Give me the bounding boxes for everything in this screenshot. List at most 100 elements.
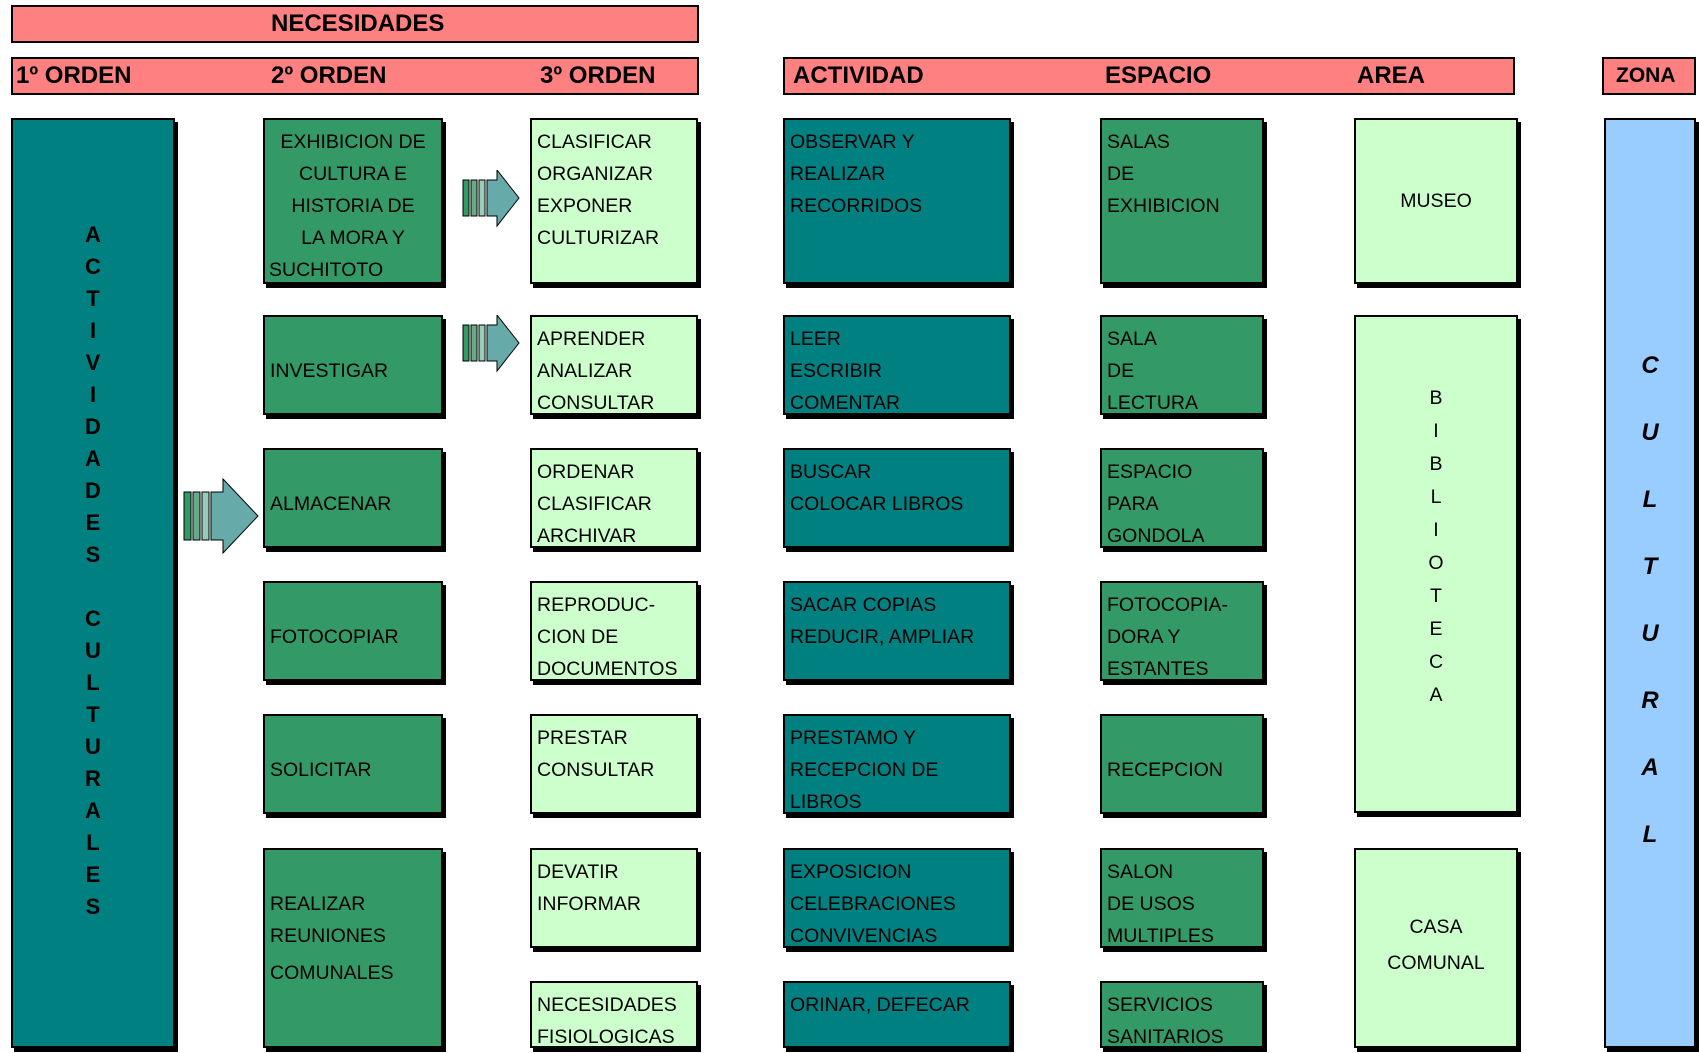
orden3-label: 3º ORDEN [540, 62, 656, 89]
orden1-label: 1º ORDEN [16, 62, 132, 89]
vertical-letter: A [85, 798, 101, 823]
vertical-letter: U [85, 734, 101, 759]
actividad-box: PRESTAMO Y RECEPCION DE LIBROS [783, 714, 1011, 814]
actividad-label: ACTIVIDAD [793, 62, 924, 89]
vertical-letter: O [1428, 552, 1444, 574]
area-museo-box: MUSEO [1354, 118, 1518, 284]
actividad-text: OBSERVAR Y REALIZAR RECORRIDOS [790, 131, 923, 217]
orden2-label: 2º ORDEN [271, 62, 387, 89]
orden2-box: REALIZAR REUNIONES COMUNALES [263, 848, 443, 1048]
actividad-text: LEER ESCRIBIR COMENTAR [790, 328, 901, 414]
arrow-icon [462, 170, 520, 228]
orden2-text: SOLICITAR [270, 759, 372, 781]
orden3-text: APRENDER ANALIZAR CONSULTAR [537, 328, 655, 414]
vertical-letter: T [86, 702, 100, 727]
orden2-box: FOTOCOPIAR [263, 581, 443, 681]
actividad-box: ORINAR, DEFECAR [783, 981, 1011, 1048]
vertical-letter: C [85, 254, 101, 279]
area-casa-comunal-box: CASA COMUNAL [1354, 848, 1518, 1048]
espacio-box: SALON DE USOS MULTIPLES [1100, 848, 1264, 948]
vertical-letter: I [89, 382, 97, 407]
vertical-letter: E [85, 862, 101, 887]
espacio-box: ESPACIO PARA GONDOLA [1100, 448, 1264, 548]
vertical-letter: T [1642, 553, 1658, 580]
arrow-icon [462, 315, 520, 373]
vertical-letter: I [1433, 420, 1439, 442]
vertical-letter: E [1429, 618, 1443, 640]
vertical-letter: A [85, 446, 101, 471]
vertical-letter: A [85, 222, 101, 247]
orden3-text: ORDENAR CLASIFICAR ARCHIVAR [537, 461, 652, 547]
orden3-box: PRESTAR CONSULTAR [530, 714, 698, 814]
vertical-letter: L [86, 830, 100, 855]
vertical-letter: U [1641, 620, 1659, 647]
vertical-letter: C [85, 606, 101, 631]
zona-label: ZONA [1616, 64, 1676, 87]
actividad-text: BUSCAR COLOCAR LIBROS [790, 461, 964, 515]
vertical-letter: S [85, 542, 101, 567]
vertical-letter: B [1429, 453, 1443, 475]
actividad-box: EXPOSICION CELEBRACIONES CONVIVENCIAS [783, 848, 1011, 948]
actividad-box: BUSCAR COLOCAR LIBROS [783, 448, 1011, 548]
vertical-letter: T [86, 286, 100, 311]
actividad-box: SACAR COPIAS REDUCIR, AMPLIAR [783, 581, 1011, 681]
espacio-text: SALON DE USOS MULTIPLES [1107, 861, 1214, 947]
orden2-text: INVESTIGAR [270, 360, 389, 382]
vertical-letter: R [85, 766, 101, 791]
vertical-letter: L [1430, 486, 1442, 508]
actividad-text: PRESTAMO Y RECEPCION DE LIBROS [790, 727, 939, 813]
vertical-letter: L [1642, 821, 1658, 848]
espacio-text: FOTOCOPIA- DORA Y ESTANTES [1107, 594, 1228, 680]
actividad-box: LEER ESCRIBIR COMENTAR [783, 315, 1011, 415]
necesidades-label: NECESIDADES [271, 10, 445, 37]
vertical-letter: S [85, 894, 101, 919]
vertical-letter: A [1429, 684, 1443, 706]
orden3-text: DEVATIR INFORMAR [537, 861, 641, 915]
vertical-letter: T [1430, 585, 1442, 607]
espacio-text: SALAS DE EXHIBICION [1107, 131, 1220, 217]
espacio-label: ESPACIO [1105, 62, 1212, 89]
orden3-box: APRENDER ANALIZAR CONSULTAR [530, 315, 698, 415]
espacio-text: SERVICIOS SANITARIOS [1107, 994, 1224, 1048]
actividad-header: ACTIVIDAD ESPACIO AREA [783, 57, 1515, 95]
espacio-box: SALAS DE EXHIBICION [1100, 118, 1264, 284]
espacio-text: SALA DE LECTURA [1107, 328, 1199, 414]
orden2-box: EXHIBICION DE CULTURA E HISTORIA DE LA M… [263, 118, 443, 284]
orden2-box: SOLICITAR [263, 714, 443, 814]
orden2-box: ALMACENAR [263, 448, 443, 548]
orden3-box: DEVATIR INFORMAR [530, 848, 698, 948]
vertical-letter: I [1433, 519, 1439, 541]
actividad-box: OBSERVAR Y REALIZAR RECORRIDOS [783, 118, 1011, 284]
orden2-text: FOTOCOPIAR [270, 626, 399, 648]
vertical-letter: R [1641, 687, 1659, 714]
vertical-letter: V [85, 350, 101, 375]
espacio-text: RECEPCION [1107, 759, 1223, 781]
vertical-letter: E [85, 510, 101, 535]
vertical-letter: C [1428, 651, 1444, 673]
arrow-icon [183, 478, 259, 554]
vertical-letter: C [1641, 352, 1659, 379]
vertical-letter: D [85, 478, 101, 503]
actividad-text: ORINAR, DEFECAR [790, 994, 970, 1016]
vertical-letter: U [1641, 419, 1659, 446]
orden2-text: EXHIBICION DE CULTURA E HISTORIA DE LA M… [269, 131, 426, 281]
orden3-box: REPRODUC- CION DE DOCUMENTOS [530, 581, 698, 681]
casa-comunal-line1: CASA [1409, 916, 1463, 938]
zone-box: C U L T U R A L [1604, 118, 1696, 1048]
espacio-text: ESPACIO PARA GONDOLA [1107, 461, 1205, 547]
espacio-box: RECEPCION [1100, 714, 1264, 814]
orden3-box: NECESIDADES FISIOLOGICAS [530, 981, 698, 1048]
zona-header: ZONA [1602, 57, 1696, 95]
orden3-box: CLASIFICAR ORGANIZAR EXPONER CULTURIZAR [530, 118, 698, 284]
vertical-letter: L [1642, 486, 1658, 513]
vertical-letter: B [1429, 387, 1443, 409]
orden3-text: PRESTAR CONSULTAR [537, 727, 655, 781]
orden3-text: REPRODUC- CION DE DOCUMENTOS [537, 594, 678, 680]
vertical-letter: D [85, 414, 101, 439]
espacio-box: SALA DE LECTURA [1100, 315, 1264, 415]
vertical-letter: A [1641, 754, 1659, 781]
casa-comunal-line2: COMUNAL [1387, 952, 1485, 974]
espacio-box: FOTOCOPIA- DORA Y ESTANTES [1100, 581, 1264, 681]
